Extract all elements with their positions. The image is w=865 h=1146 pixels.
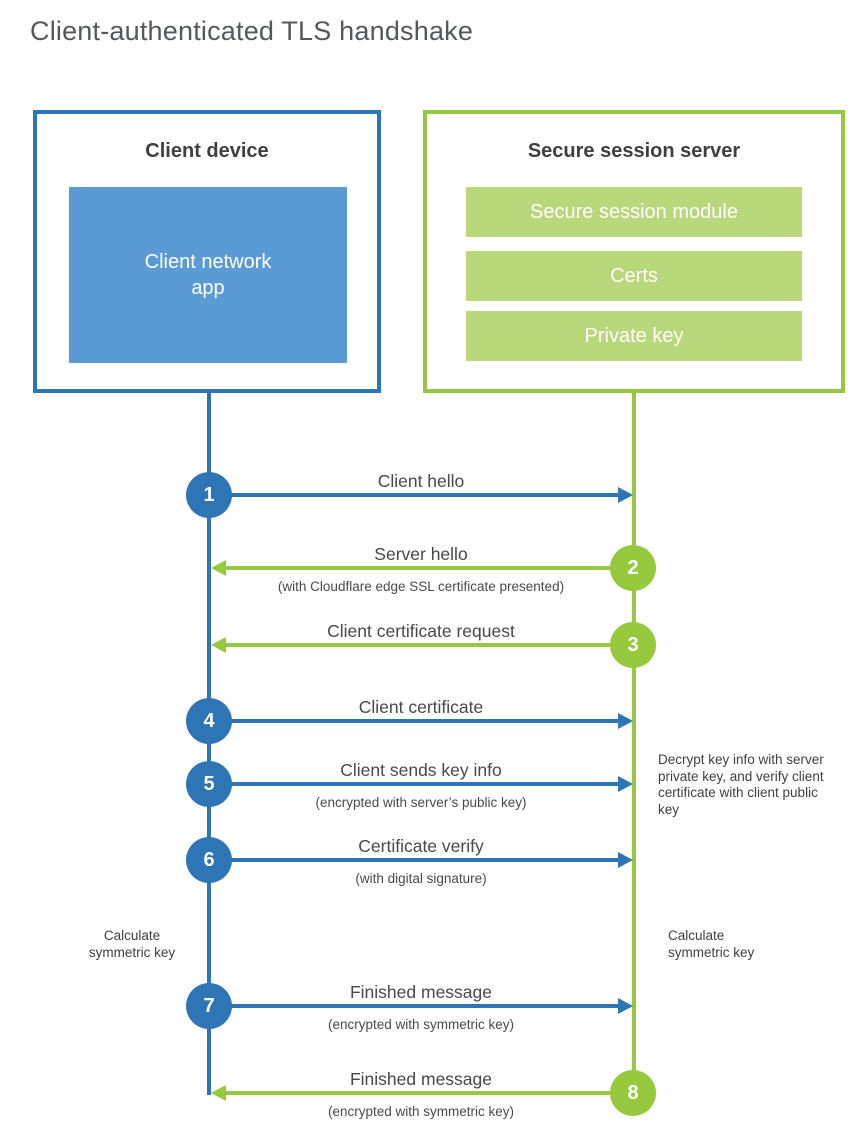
step-1-arrow: [230, 493, 618, 497]
step-7-sublabel: (encrypted with symmetric key): [327, 1017, 515, 1032]
secure-session-server-title: Secure session server: [527, 140, 741, 162]
step-4-badge: 4: [186, 698, 232, 744]
client-network-app-label: Client network app: [144, 251, 272, 299]
client-device-box: Client device Client network app: [33, 110, 381, 393]
step-6-sublabel: (with digital signature): [355, 871, 487, 886]
step-8-arrow: [226, 1091, 610, 1095]
step-1-label: Client hello: [377, 471, 465, 491]
step-7-arrow: [230, 1004, 618, 1008]
step-4-label: Client certificate: [358, 697, 484, 717]
step-5-label: Client sends key info: [340, 760, 502, 780]
step-6-arrow: [230, 858, 618, 862]
step-8-label: Finished message: [349, 1069, 493, 1089]
step-6-label: Certificate verify: [358, 836, 484, 856]
step-3-arrow: [226, 643, 610, 647]
step-3-label: Client certificate request: [327, 621, 515, 641]
decrypt-key-note: Decrypt key info with server private key…: [658, 752, 824, 817]
step-5-badge: 5: [186, 761, 232, 807]
client-device-title: Client device: [145, 140, 269, 162]
page-title: Client-authenticated TLS handshake: [30, 16, 474, 46]
step-2-label: Server hello: [374, 544, 468, 564]
step-7-badge: 7: [186, 983, 232, 1029]
step-3-badge: 3: [610, 622, 656, 668]
step-8-badge: 8: [610, 1070, 656, 1116]
client-network-app-box: Client network app: [69, 187, 347, 363]
step-5-arrow: [230, 782, 618, 786]
step-2-sublabel: (with Cloudflare edge SSL certificate pr…: [277, 579, 565, 594]
step-2-badge: 2: [610, 545, 656, 591]
calculate-symmetric-key-note-client: Calculate symmetric key: [88, 928, 176, 960]
step-1-badge: 1: [186, 472, 232, 518]
server-lifeline: [632, 391, 636, 1093]
private-key-box: Private key: [466, 311, 802, 361]
step-5-sublabel: (encrypted with server’s public key): [315, 795, 527, 810]
step-7-label: Finished message: [349, 982, 493, 1002]
step-8-sublabel: (encrypted with symmetric key): [327, 1104, 515, 1119]
step-4-arrow: [230, 719, 618, 723]
step-2-arrow: [226, 566, 610, 570]
secure-session-server-box: Secure session server Secure session mod…: [423, 110, 845, 393]
calculate-symmetric-key-note-server: Calculate symmetric key: [668, 928, 755, 960]
step-6-badge: 6: [186, 837, 232, 883]
certs-box: Certs: [466, 251, 802, 301]
secure-session-module-box: Secure session module: [466, 187, 802, 237]
